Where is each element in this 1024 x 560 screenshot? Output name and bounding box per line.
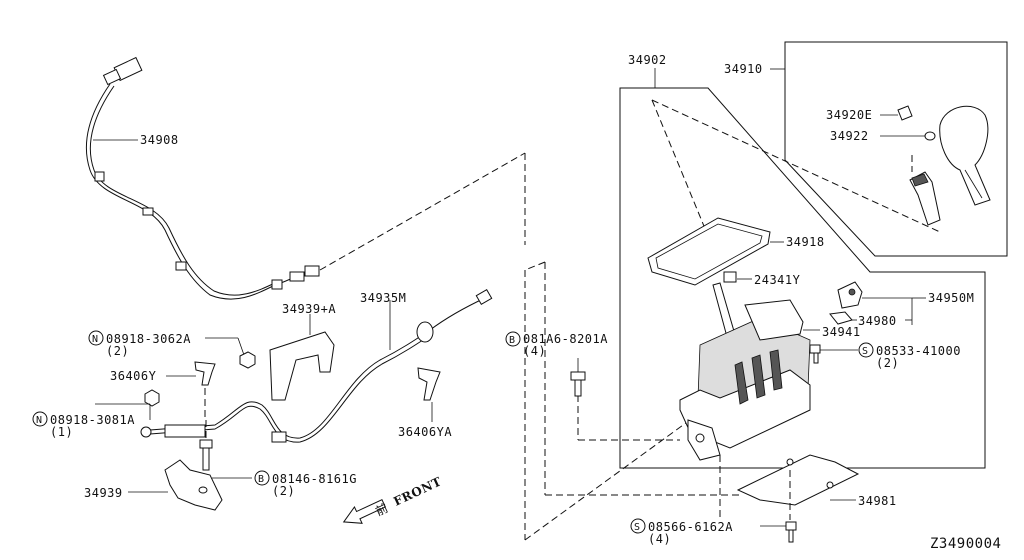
qty-08918-3062a: (2) [106, 344, 129, 358]
label-34981: 34981 [858, 494, 897, 508]
prefix-n-2: N [36, 415, 43, 426]
label-24341y: 24341Y [754, 273, 801, 287]
sensor-34950m [837, 281, 863, 309]
label-34902: 34902 [628, 53, 667, 67]
diagram-id: Z3490004 [930, 536, 1001, 552]
label-34922: 34922 [830, 129, 869, 143]
qty-08918-3081a: (1) [50, 425, 73, 439]
label-34980: 34980 [858, 314, 897, 328]
cable-34908 [86, 56, 320, 300]
shift-knob [939, 105, 991, 206]
prefix-b-1: B [258, 474, 265, 485]
label-08918-3062a: 08918-3062A [106, 332, 191, 346]
qty-08146-8161g: (2) [272, 484, 295, 498]
nut-icon [239, 351, 256, 369]
label-36406y: 36406Y [110, 369, 157, 383]
qty-08533-41000: (2) [876, 356, 899, 370]
label-36406ya: 36406YA [398, 425, 452, 439]
prefix-s-2: S [634, 522, 641, 533]
screw-08533 [809, 344, 821, 364]
bracket-34939 [164, 459, 223, 511]
qty-081a6-8201a: (4) [523, 344, 546, 358]
prefix-n-1: N [92, 334, 99, 345]
label-08146-8161g: 08146-8161G [272, 472, 357, 486]
cable-34935m [140, 288, 493, 443]
plate-34918 [647, 217, 771, 286]
cap-icon [897, 105, 913, 121]
label-081a6-8201a: 081A6-8201A [523, 332, 608, 346]
shifter-assembly [679, 282, 811, 461]
label-34908: 34908 [140, 133, 179, 147]
screw-08566 [785, 521, 797, 543]
plate-34981 [736, 454, 860, 506]
label-34950m: 34950M [928, 291, 974, 305]
label-34910: 34910 [724, 62, 763, 76]
nut-icon [144, 389, 160, 407]
label-34918: 34918 [786, 235, 825, 249]
boot-insert [909, 171, 941, 226]
front-label: FRONT [391, 474, 443, 508]
label-34939a: 34939+A [282, 302, 336, 316]
front-kanji: 前 [373, 500, 391, 519]
label-08918-3081a: 08918-3081A [50, 413, 135, 427]
bracket-34939a [269, 331, 335, 401]
label-34941: 34941 [822, 325, 861, 339]
label-34935m: 34935M [360, 291, 406, 305]
label-34939: 34939 [84, 486, 123, 500]
front-arrow-icon [342, 499, 386, 524]
bolt-081a6 [570, 371, 586, 397]
label-34920e: 34920E [826, 108, 872, 122]
bolt-08146 [199, 439, 213, 471]
prefix-s-1: S [862, 346, 869, 357]
qty-08566-6162a: (4) [648, 532, 671, 546]
label-08533-41000: 08533-41000 [876, 344, 961, 358]
label-08566-6162a: 08566-6162A [648, 520, 733, 534]
prefix-b-2: B [509, 335, 516, 346]
